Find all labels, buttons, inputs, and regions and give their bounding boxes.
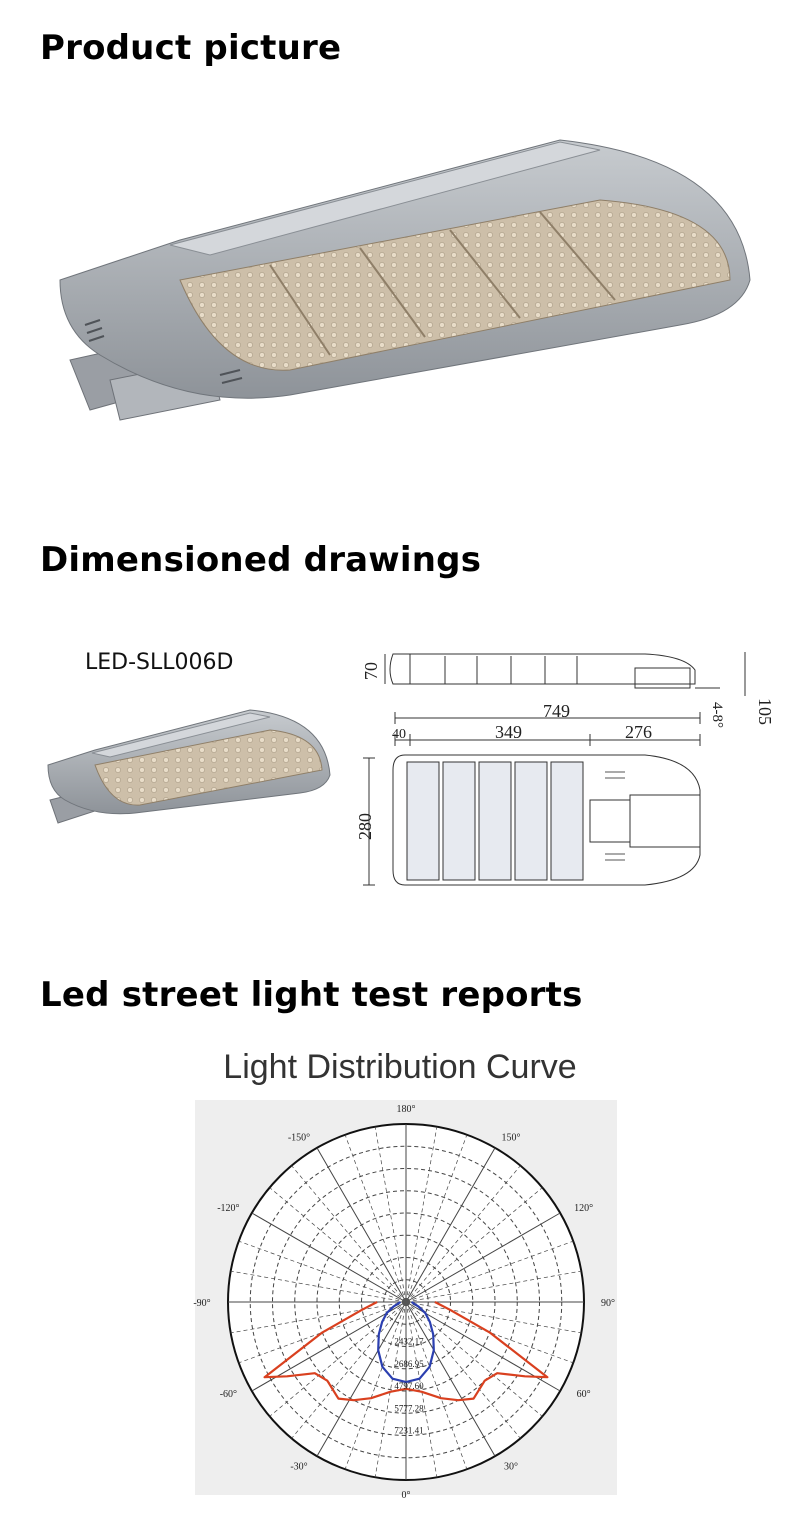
chart-title: Light Distribution Curve <box>223 1048 577 1086</box>
polar-spoke <box>251 1212 407 1303</box>
product-image-small <box>47 709 331 824</box>
polar-angle-label: 150° <box>502 1132 521 1143</box>
curve-blue <box>377 1301 435 1384</box>
polar-radial-label: 2432.17 <box>394 1337 424 1347</box>
polar-spoke <box>405 1212 561 1303</box>
dim-side-height: 70 <box>361 662 381 680</box>
polar-spoke <box>405 1147 496 1303</box>
polar-spoke <box>291 1301 407 1439</box>
dim-seg-c: 276 <box>625 722 652 742</box>
dim-total-height: 105 <box>755 698 775 725</box>
top-view <box>392 754 701 886</box>
dimension-drawing: 70 105 4-8° 749 40 349 276 280 <box>355 652 775 886</box>
polar-spoke <box>344 1301 407 1470</box>
polar-angle-label: 30° <box>504 1462 518 1473</box>
polar-spoke <box>238 1240 407 1303</box>
product-image-large <box>59 139 751 421</box>
polar-angle-label: 120° <box>574 1203 593 1214</box>
polar-angle-label: -120° <box>217 1203 239 1214</box>
polar-spoke <box>405 1187 543 1303</box>
polar-spoke <box>405 1126 438 1303</box>
polar-radial-label: 7231.41 <box>394 1426 423 1436</box>
polar-spoke <box>230 1301 407 1334</box>
polar-spoke <box>230 1270 407 1303</box>
polar-angle-label: -90° <box>193 1298 210 1309</box>
led-modules <box>406 761 584 881</box>
dim-total-length: 749 <box>543 701 570 721</box>
polar-angle-label: 180° <box>397 1104 416 1115</box>
curve-red <box>263 1301 549 1402</box>
polar-radial-label: 5777.28 <box>394 1403 424 1413</box>
polar-angle-label: 60° <box>577 1389 591 1400</box>
polar-spoke <box>374 1301 407 1478</box>
polar-angle-label: -150° <box>288 1132 310 1143</box>
dim-seg-b: 349 <box>495 722 522 742</box>
polar-spoke <box>405 1240 574 1303</box>
polar-spoke <box>316 1301 407 1457</box>
polar-spoke <box>344 1134 407 1303</box>
polar-spoke <box>405 1301 496 1457</box>
polar-spoke <box>405 1301 468 1470</box>
polar-angle-label: -60° <box>220 1389 237 1400</box>
polar-spoke <box>405 1301 582 1334</box>
polar-spoke <box>316 1147 407 1303</box>
polar-radial-label: 4797.60 <box>394 1381 424 1391</box>
dim-seg-a: 40 <box>392 727 406 742</box>
polar-radial-label: 2686.95 <box>394 1359 424 1369</box>
polar-spoke <box>238 1301 407 1364</box>
dim-width: 280 <box>355 813 375 840</box>
polar-spoke <box>291 1165 407 1303</box>
polar-center <box>402 1298 410 1306</box>
model-label: LED-SLL006D <box>85 650 234 675</box>
polar-angle-label: 0° <box>402 1490 411 1501</box>
section-title-product: Product picture <box>40 28 342 68</box>
polar-angle-label: 90° <box>601 1298 615 1309</box>
polar-spoke <box>405 1301 521 1439</box>
side-view <box>389 653 720 689</box>
polar-spoke <box>374 1126 407 1303</box>
polar-spoke <box>405 1165 521 1303</box>
polar-angle-label: -30° <box>290 1462 307 1473</box>
section-title-drawings: Dimensioned drawings <box>40 540 482 580</box>
section-title-reports: Led street light test reports <box>40 975 583 1015</box>
polar-spoke <box>405 1301 438 1478</box>
polar-spoke <box>405 1134 468 1303</box>
dim-tilt: 4-8° <box>709 702 725 728</box>
polar-spoke <box>405 1270 582 1303</box>
light-distribution-chart: 180° -150° 150° -120° 120° -90° 90° -60° 60° -30°… <box>193 1100 617 1501</box>
polar-spoke <box>405 1301 574 1364</box>
polar-spoke <box>269 1187 407 1303</box>
